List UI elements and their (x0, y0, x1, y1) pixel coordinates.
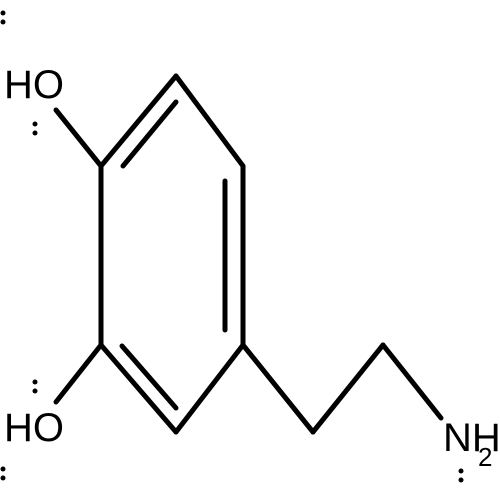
ring-bond-c3-c4 (173, 342, 246, 435)
lone-pair-dots-bottom-oh (0, 379, 38, 481)
ring-bond-c1-c2 (173, 73, 246, 169)
double-bond-inner-top (120, 99, 179, 169)
lone-pair-dots-top-oh (0, 10, 38, 136)
hydroxyl-top: HO (0, 10, 64, 136)
bond-c6-oh-top (53, 107, 104, 169)
side-chain-bond-3 (380, 342, 444, 421)
amine-label: NH (443, 416, 500, 460)
amine-subscript: 2 (478, 442, 492, 472)
side-chain-bond-1 (240, 342, 316, 435)
amine-group: NH 2 (443, 416, 500, 483)
side-chain-bond-2 (310, 342, 386, 435)
ring-bond-c6-c1 (98, 73, 179, 169)
bond-c5-oh-bottom (53, 342, 104, 405)
ring-bond-c4-c5 (98, 342, 179, 435)
hydroxyl-bottom: HO (0, 379, 64, 481)
double-bond-inner-bottom (119, 343, 179, 411)
bonds (53, 73, 444, 435)
hydroxyl-top-label: HO (4, 63, 64, 107)
lone-pair-dots-amine (458, 468, 464, 483)
hydroxyl-bottom-label: HO (4, 406, 64, 450)
